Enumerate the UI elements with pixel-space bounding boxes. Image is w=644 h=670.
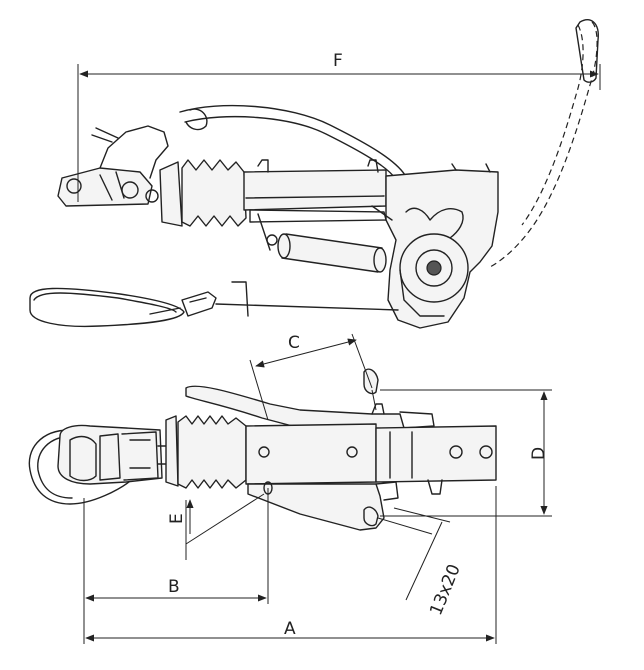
label-f: F	[333, 51, 343, 71]
label-d: D	[529, 447, 549, 460]
dimension-lines	[77, 64, 601, 644]
label-b: B	[168, 577, 180, 597]
label-e: E	[167, 513, 187, 524]
label-a: A	[284, 619, 296, 639]
top-view	[28, 368, 497, 531]
label-hole-size: 13x20	[426, 561, 465, 618]
side-view	[29, 19, 599, 329]
label-c: C	[288, 333, 300, 353]
